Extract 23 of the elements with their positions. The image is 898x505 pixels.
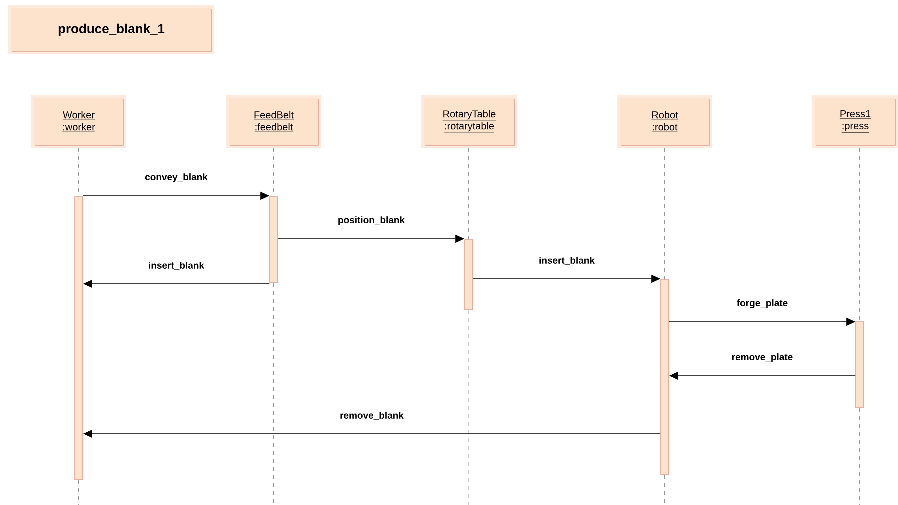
title-box: produce_blank_1	[8, 6, 214, 54]
activation-bar	[270, 196, 278, 284]
edge-label: remove_blank	[340, 412, 404, 420]
lifeline	[664, 475, 666, 505]
edge-label: forge_plate	[737, 300, 788, 308]
lifeline	[468, 310, 470, 505]
activation-bar	[660, 280, 670, 476]
edge-label: insert_blank	[540, 256, 595, 266]
edge-label: insert_blank	[149, 262, 204, 270]
edge-label: convey_blank	[145, 174, 208, 182]
edge-label: position_blank	[338, 216, 406, 226]
object-box: Worker :worker	[32, 96, 126, 148]
edge-label: remove_plate	[732, 354, 793, 362]
lifeline	[78, 480, 80, 505]
activation-bar	[74, 196, 84, 480]
object-box: RotaryTable :rotarytable	[422, 96, 518, 148]
object-box: FeedBelt :feedbelt	[226, 96, 322, 148]
object-box: Robot :robot	[618, 96, 712, 148]
lifeline	[468, 148, 470, 240]
activation-bar	[856, 322, 864, 408]
object-box: Press1 :press	[812, 96, 898, 148]
lifeline	[664, 148, 666, 280]
activation-bar	[464, 240, 474, 310]
